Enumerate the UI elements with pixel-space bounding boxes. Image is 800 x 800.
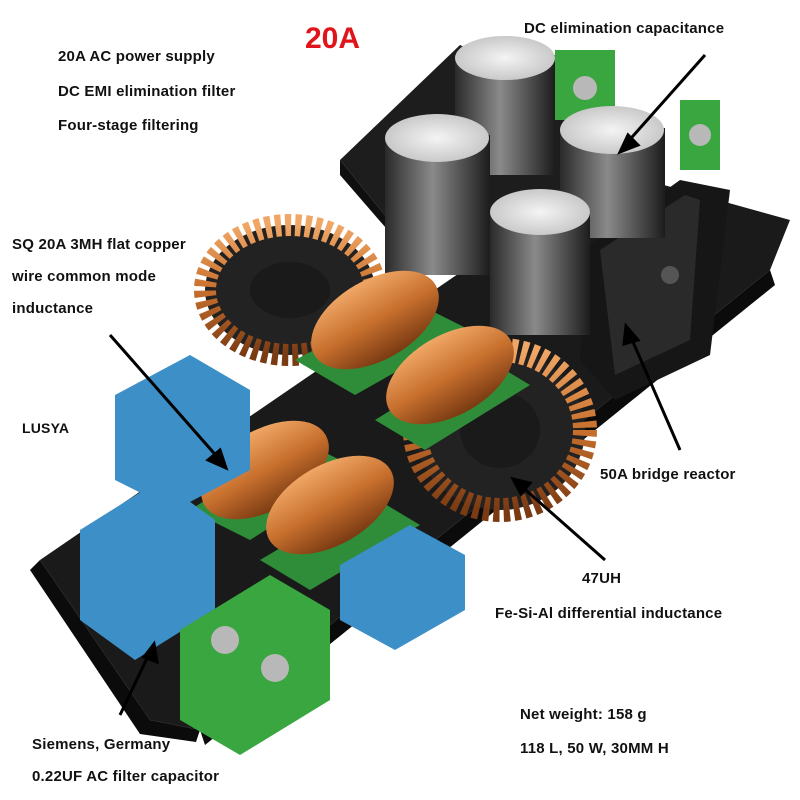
common-mode-label-2: wire common mode bbox=[12, 268, 157, 285]
net-weight-label: Net weight: 158 g bbox=[520, 706, 647, 723]
feature-line-2: DC EMI elimination filter bbox=[58, 83, 236, 100]
capacitor-spec-label: 0.22UF AC filter capacitor bbox=[32, 768, 220, 785]
common-mode-label-1: SQ 20A 3MH flat copper bbox=[12, 236, 186, 253]
x2-capacitors bbox=[80, 355, 465, 660]
callout-arrows bbox=[108, 54, 707, 716]
dc-capacitance-label: DC elimination capacitance bbox=[524, 20, 725, 37]
feature-line-1: 20A AC power supply bbox=[58, 48, 215, 65]
common-mode-chokes bbox=[190, 270, 530, 590]
common-mode-label-3: inductance bbox=[12, 300, 94, 317]
feature-line-3: Four-stage filtering bbox=[58, 117, 199, 134]
terminal-block-bottom bbox=[180, 575, 330, 755]
bridge-reactor-label: 50A bridge reactor bbox=[600, 466, 736, 483]
product-title: 20A bbox=[305, 22, 361, 55]
capacitor-brand-label: Siemens, Germany bbox=[32, 736, 171, 753]
differential-value-label: 47UH bbox=[582, 570, 622, 587]
differential-inductance-label: Fe-Si-Al differential inductance bbox=[495, 605, 723, 622]
dimensions-label: 118 L, 50 W, 30MM H bbox=[520, 740, 669, 757]
electrolytic-capacitors bbox=[385, 36, 665, 335]
brand-label: LUSYA bbox=[22, 420, 70, 436]
